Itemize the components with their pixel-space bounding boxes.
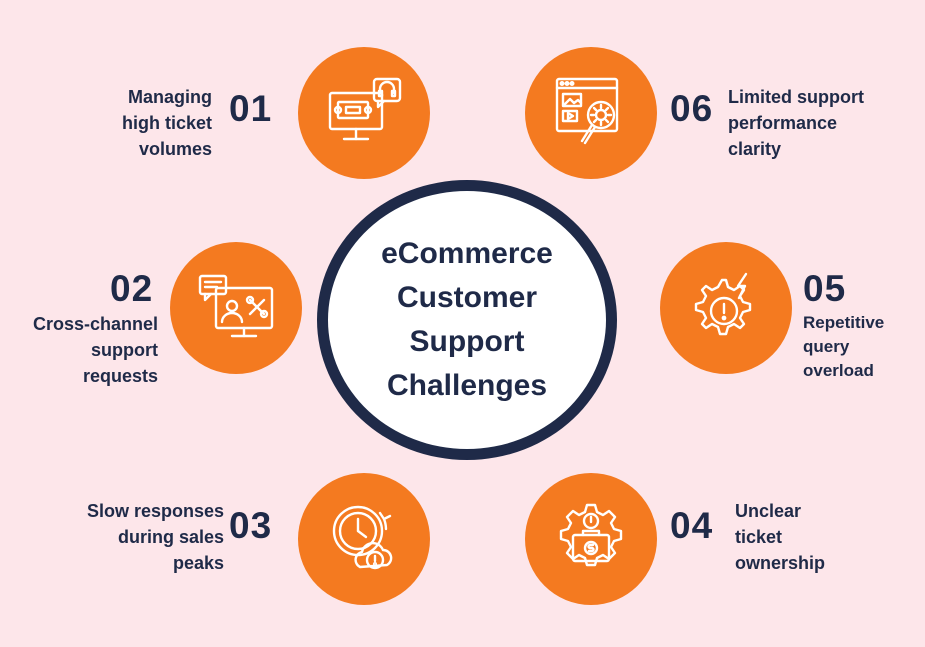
- challenge-06-number: 06: [670, 88, 714, 129]
- center-title-line: Challenges: [386, 369, 548, 402]
- label-line: Slow responses: [86, 501, 224, 521]
- label-line: ownership: [735, 553, 826, 573]
- label-line: volumes: [138, 139, 212, 159]
- center-title: eCommerce Customer Support Challenges: [352, 232, 582, 408]
- label-line: Repetitive: [803, 313, 885, 332]
- challenge-01-label: Managing high ticket volumes: [84, 84, 212, 162]
- label-line: Managing: [128, 87, 212, 107]
- challenge-05-bubble: [660, 242, 792, 374]
- challenge-02-label: Cross-channel support requests: [4, 311, 158, 389]
- center-title-line: eCommerce: [381, 237, 553, 270]
- challenge-04-label: Unclear ticket ownership: [735, 498, 875, 576]
- monitor-ticket-headset-icon: [328, 77, 402, 141]
- center-title-line: Support: [409, 325, 525, 358]
- challenge-01-number: 01: [229, 88, 273, 129]
- gear-briefcase-icon: [559, 503, 623, 567]
- challenge-05-number: 05: [803, 268, 847, 309]
- challenge-06-bubble: [525, 47, 657, 179]
- clock-alert-cloud-icon: [332, 505, 393, 570]
- label-line: overload: [803, 361, 874, 380]
- label-line: peaks: [172, 553, 224, 573]
- monitor-agent-tools-icon: [198, 274, 274, 338]
- label-line: Cross-channel: [32, 314, 158, 334]
- challenge-03-number: 03: [229, 505, 273, 546]
- label-line: high ticket: [121, 113, 212, 133]
- challenge-04-bubble: [525, 473, 657, 605]
- challenge-04-number: 04: [670, 505, 714, 546]
- label-line: ticket: [735, 527, 783, 547]
- label-line: performance: [728, 113, 838, 133]
- label-line: requests: [82, 366, 158, 386]
- center-title-line: Customer: [396, 281, 538, 314]
- challenge-06-label: Limited support performance clarity: [728, 84, 898, 162]
- gear-warning-lightning-icon: [694, 272, 752, 336]
- challenge-02-number: 02: [110, 268, 154, 309]
- challenge-03-label: Slow responses during sales peaks: [54, 498, 224, 576]
- label-line: support: [91, 340, 158, 360]
- challenge-01-bubble: [298, 47, 430, 179]
- browser-magnifier-gear-icon: [555, 77, 619, 145]
- label-line: query: [803, 337, 850, 356]
- label-line: Unclear: [735, 501, 802, 521]
- label-line: clarity: [728, 139, 782, 159]
- challenge-05-label: Repetitive query overload: [803, 311, 923, 383]
- center-circle: eCommerce Customer Support Challenges: [317, 180, 617, 460]
- challenge-03-bubble: [298, 473, 430, 605]
- label-line: during sales: [117, 527, 224, 547]
- label-line: Limited support: [728, 87, 864, 107]
- challenge-02-bubble: [170, 242, 302, 374]
